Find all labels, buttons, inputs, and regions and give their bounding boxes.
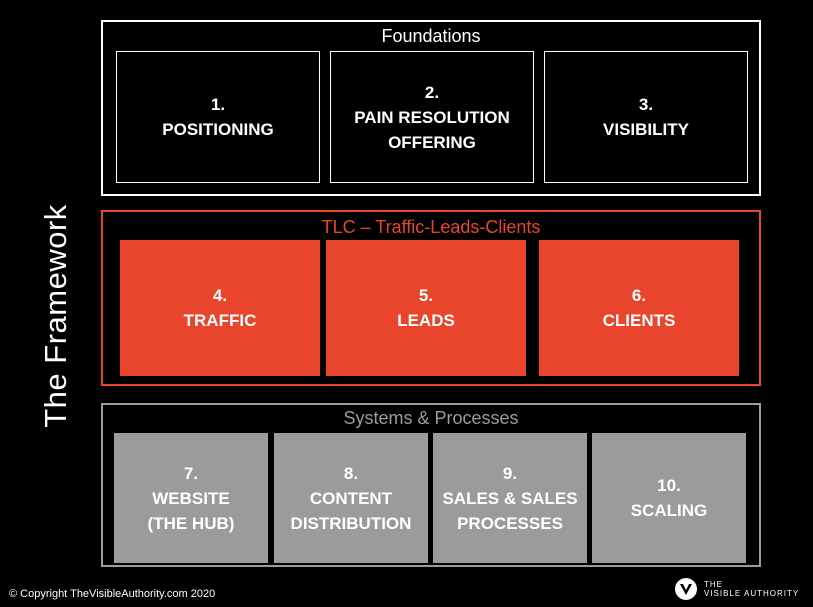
step-10-label: SCALING	[630, 501, 708, 520]
step-5-label: LEADS	[397, 311, 455, 330]
step-5-number: 5.	[418, 286, 434, 305]
systems-title: Systems & Processes	[343, 408, 519, 428]
step-8-label-line1: CONTENT	[309, 488, 393, 508]
step-6-number: 6.	[631, 286, 647, 305]
logo-wordmark: THE VISIBLE AUTHORITY	[704, 580, 799, 598]
step-1-positioning: 1. POSITIONING	[116, 51, 320, 183]
visible-authority-logo: THE VISIBLE AUTHORITY	[674, 577, 799, 601]
step-1-number: 1.	[210, 95, 226, 114]
tlc-title: TLC – Traffic-Leads-Clients	[321, 217, 541, 237]
step-7-number: 7.	[183, 463, 199, 483]
step-6-label: CLIENTS	[602, 311, 676, 330]
step-2-number: 2.	[424, 82, 440, 102]
step-9-sales-processes: 9. SALES & SALES PROCESSES	[433, 433, 587, 563]
step-5-leads: 5. LEADS	[326, 240, 526, 376]
step-4-traffic: 4. TRAFFIC	[120, 240, 320, 376]
step-10-scaling: 10. SCALING	[592, 433, 746, 563]
step-2-label-line2: OFFERING	[388, 132, 476, 152]
step-2-label-line1: PAIN RESOLUTION	[354, 107, 510, 127]
step-7-label-line1: WEBSITE	[152, 488, 230, 508]
step-8-content-distribution: 8. CONTENT DISTRIBUTION	[274, 433, 428, 563]
step-3-number: 3.	[638, 95, 654, 114]
step-7-label-line2: (THE HUB)	[147, 513, 235, 533]
logo-line-1: THE	[704, 580, 723, 589]
framework-title-text: The Framework	[38, 204, 74, 428]
step-4-number: 4.	[212, 286, 228, 305]
step-3-visibility: 3. VISIBILITY	[544, 51, 748, 183]
step-6-clients: 6. CLIENTS	[539, 240, 739, 376]
logo-line-2: VISIBLE AUTHORITY	[704, 589, 800, 598]
step-9-label-line2: PROCESSES	[457, 513, 563, 533]
tlc-group: TLC – Traffic-Leads-Clients 4. TRAFFIC 5…	[101, 210, 761, 386]
step-3-label: VISIBILITY	[603, 120, 689, 139]
visible-authority-logo-icon	[675, 578, 697, 600]
foundations-group: Foundations 1. POSITIONING 2. PAIN RESOL…	[101, 20, 761, 196]
step-1-label: POSITIONING	[162, 120, 274, 139]
framework-title: The Framework	[24, 200, 88, 432]
step-7-website: 7. WEBSITE (THE HUB)	[114, 433, 268, 563]
foundations-title: Foundations	[381, 26, 481, 46]
step-2-pain-resolution-offering: 2. PAIN RESOLUTION OFFERING	[330, 51, 534, 183]
step-8-number: 8.	[343, 463, 359, 483]
step-9-label-line1: SALES & SALES	[442, 488, 578, 508]
step-10-number: 10.	[657, 476, 681, 495]
step-9-number: 9.	[502, 463, 518, 483]
step-8-label-line2: DISTRIBUTION	[290, 513, 412, 533]
copyright-text: © Copyright TheVisibleAuthority.com 2020	[9, 588, 216, 600]
systems-group: Systems & Processes 7. WEBSITE (THE HUB)…	[101, 403, 761, 567]
step-4-label: TRAFFIC	[183, 311, 257, 330]
